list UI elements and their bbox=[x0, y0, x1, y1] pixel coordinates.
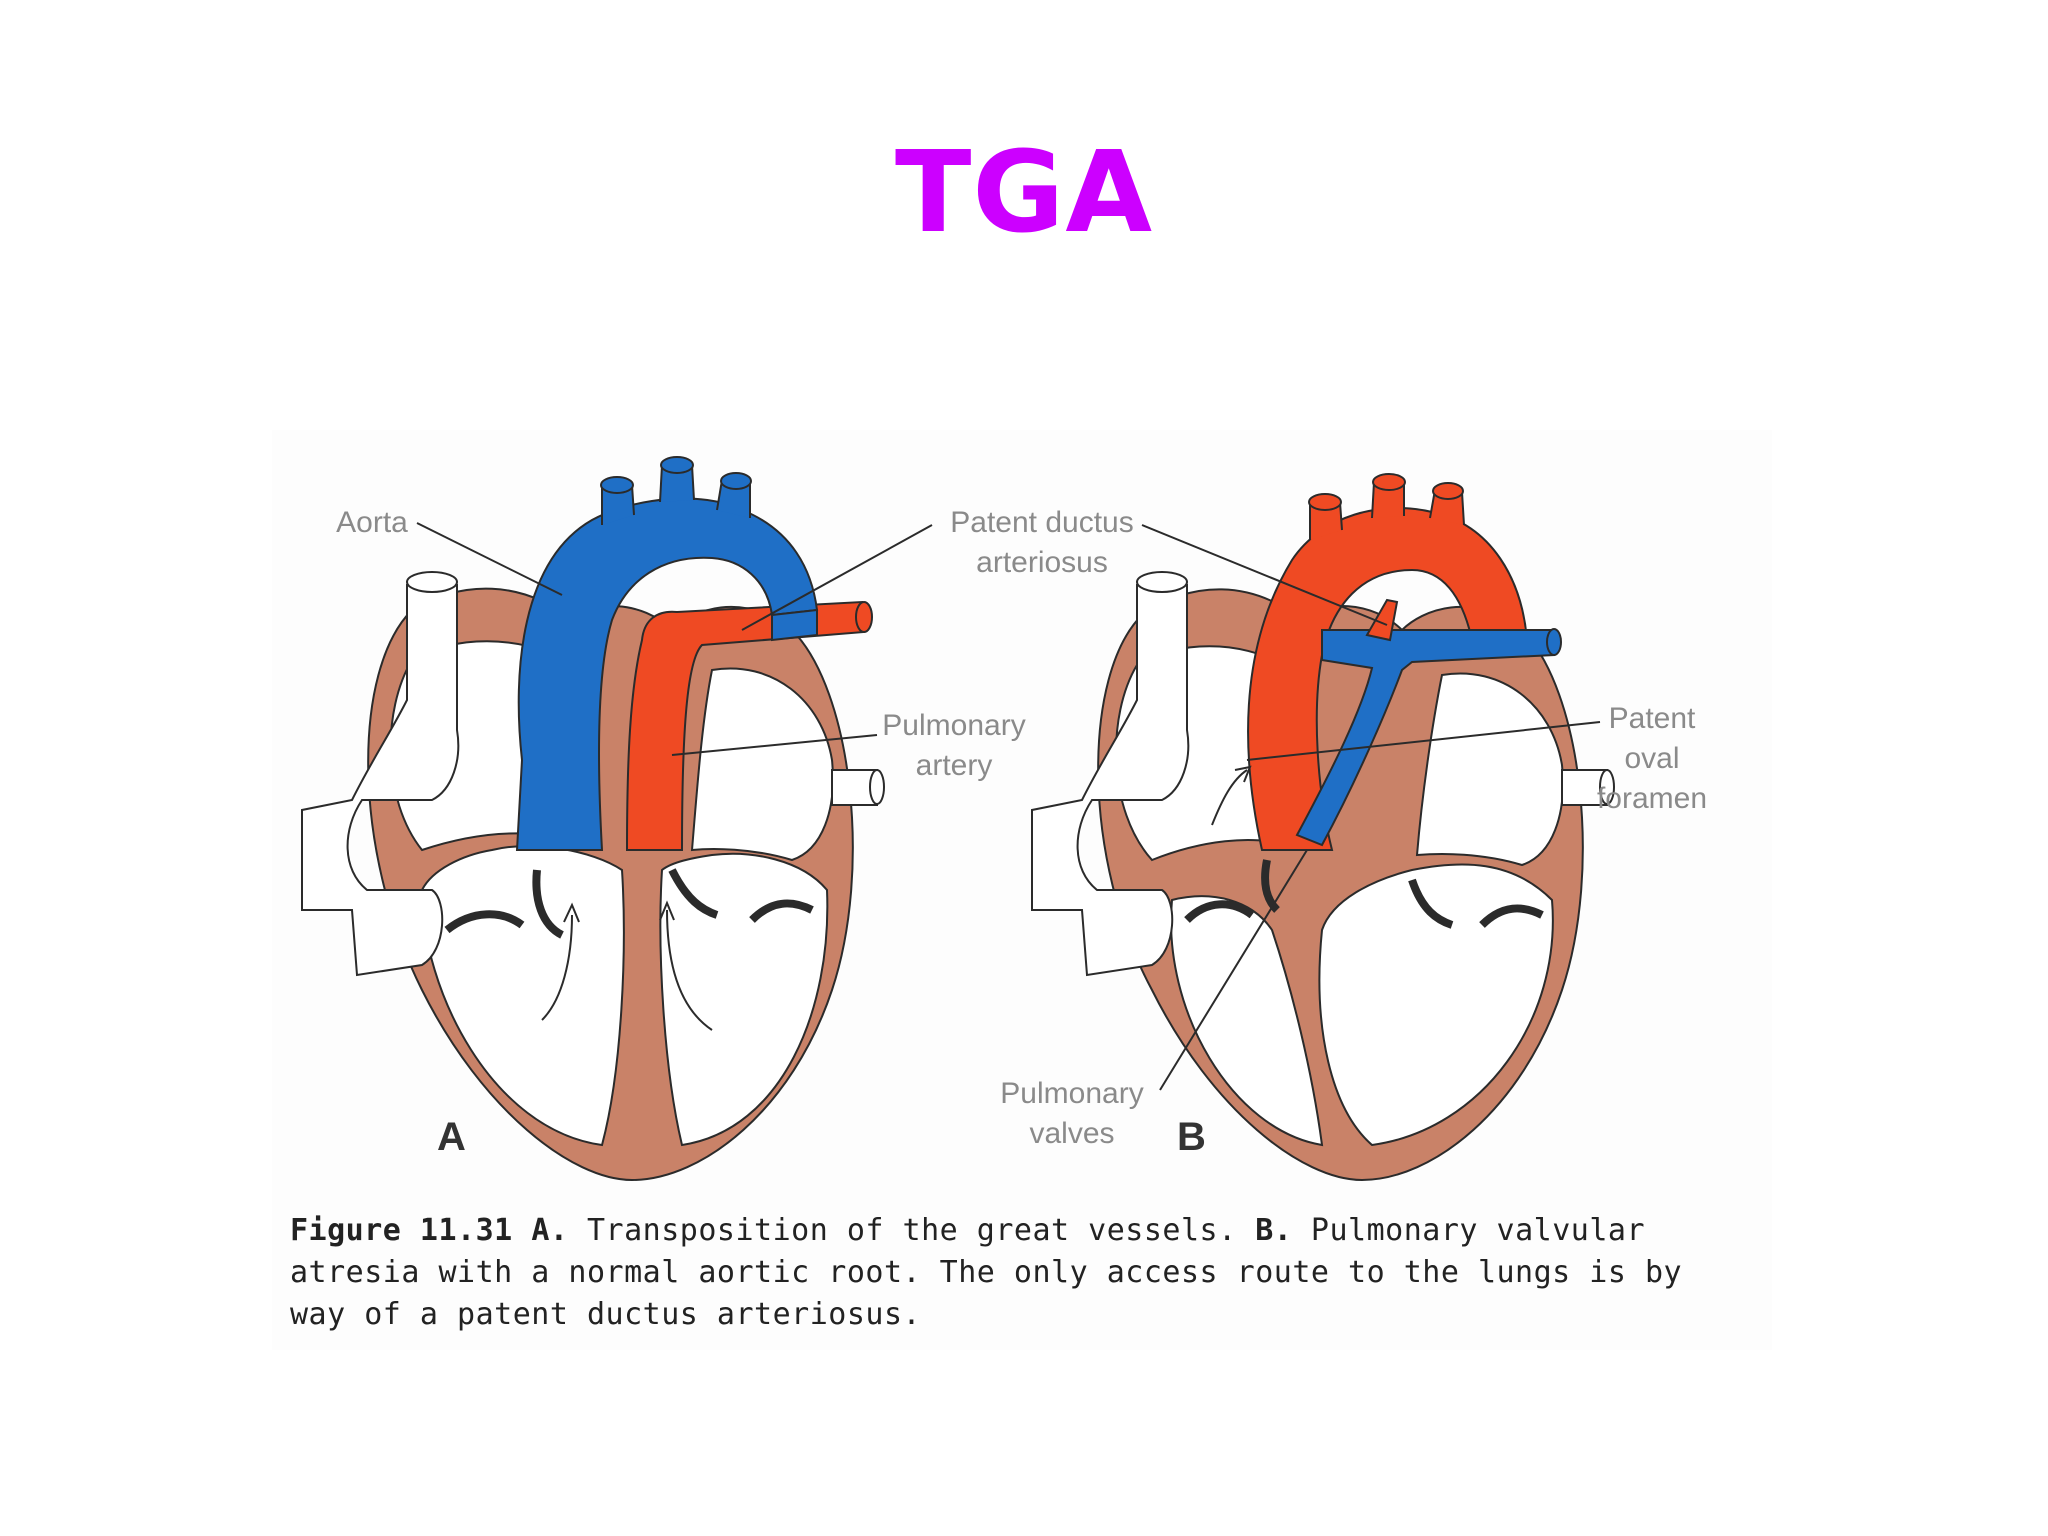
heart-a-leaders bbox=[416, 522, 933, 756]
heart-a-aorta bbox=[515, 497, 819, 851]
heart-b-valve-right bbox=[1479, 904, 1544, 928]
figure-panel: Aorta Patent ductus arteriosus Pulmonary… bbox=[272, 430, 1772, 1350]
heart-a-left-atrium bbox=[690, 667, 834, 862]
heart-b-aortic-branch-1-opening bbox=[1308, 493, 1342, 511]
heart-b bbox=[1031, 473, 1615, 1182]
heart-a-vena-cava bbox=[301, 584, 460, 977]
heart-a-flow-arrowhead-1 bbox=[563, 902, 580, 923]
label-patent-oval-2: oval bbox=[1624, 742, 1679, 775]
panel-letter-a: A bbox=[437, 1115, 466, 1159]
heart-a-flow-arrow-2 bbox=[666, 909, 713, 1031]
oval-foramen-leader-line bbox=[1246, 721, 1601, 761]
label-patent-ductus-1: Patent ductus bbox=[950, 506, 1133, 539]
caption-part-a-text: Transposition of the great vessels. bbox=[568, 1213, 1256, 1248]
label-pulmonary-artery-1: Pulmonary bbox=[882, 709, 1025, 742]
heart-b-pulmonary-artery-branch bbox=[1546, 628, 1562, 656]
heart-b-flow-arrowhead bbox=[1234, 765, 1252, 783]
caption-part-b-text: Pulmonary valvular atresia with a normal… bbox=[290, 1213, 1683, 1332]
heart-a bbox=[301, 456, 885, 1182]
heart-a-valve-left bbox=[444, 910, 525, 934]
caption-part-b-letter: B. bbox=[1255, 1213, 1293, 1248]
heart-a-pulmonary-artery-branch bbox=[855, 601, 873, 633]
heart-a-flow-arrowhead-2 bbox=[659, 900, 675, 921]
heart-a-aortic-branch-2-opening bbox=[660, 456, 694, 474]
panel-letter-b: B bbox=[1177, 1115, 1206, 1159]
heart-b-valve-mid-2 bbox=[1408, 878, 1454, 929]
label-patent-oval-3: foramen bbox=[1597, 782, 1707, 815]
heart-b-left-atrium bbox=[1415, 672, 1564, 867]
pulmonary-valves-leader-line bbox=[1159, 849, 1308, 1091]
heart-b-pulmonary-vein-opening bbox=[1599, 769, 1615, 805]
heart-a-valve-mid-2 bbox=[668, 868, 719, 919]
label-patent-oval-1: Patent bbox=[1609, 702, 1696, 735]
heart-a-right-ventricle bbox=[420, 845, 625, 1147]
heart-b-flow-arrow bbox=[1211, 769, 1248, 826]
heart-diagram: Aorta Patent ductus arteriosus Pulmonary… bbox=[301, 456, 1707, 1182]
ductus-leader-line-a bbox=[741, 524, 933, 631]
label-pulmonary-valves-2: valves bbox=[1029, 1117, 1114, 1150]
heart-b-aortic-branch-2-opening bbox=[1372, 473, 1406, 491]
heart-a-left-ventricle bbox=[659, 852, 829, 1147]
heart-b-valve-mid-1 bbox=[1261, 859, 1280, 913]
heart-b-vena-cava-opening bbox=[1136, 571, 1188, 593]
figure-caption: Figure 11.31 A. Transposition of the gre… bbox=[290, 1210, 1750, 1336]
heart-a-aortic-branch-3-opening bbox=[720, 472, 752, 490]
heart-b-pulmonary-artery bbox=[1295, 629, 1556, 847]
heart-a-vena-cava-opening bbox=[406, 571, 458, 593]
heart-a-pulmonary-vein-opening bbox=[869, 769, 885, 805]
heart-b-aortic-branch-3-opening bbox=[1432, 482, 1464, 500]
heart-a-flow-arrow-1 bbox=[541, 914, 573, 1021]
heart-b-left-ventricle bbox=[1318, 863, 1554, 1147]
caption-figure-number: Figure 11.31 bbox=[290, 1213, 513, 1248]
label-pulmonary-valves-1: Pulmonary bbox=[1000, 1077, 1143, 1110]
heart-a-valve-right bbox=[749, 899, 814, 923]
label-patent-ductus-2: arteriosus bbox=[976, 546, 1108, 579]
heart-b-aorta bbox=[1247, 507, 1529, 851]
heart-a-pulmonary-artery bbox=[625, 600, 866, 851]
aorta-leader-line bbox=[416, 522, 563, 596]
slide-title: TGA bbox=[894, 128, 1153, 258]
label-aorta: Aorta bbox=[336, 506, 408, 539]
heart-a-valve-mid-1 bbox=[532, 869, 565, 939]
heart-b-ductus bbox=[1365, 598, 1399, 642]
heart-b-leaders bbox=[1141, 524, 1601, 1091]
ductus-leader-line-b bbox=[1141, 524, 1388, 626]
heart-a-ductus bbox=[771, 608, 818, 642]
pulmonary-artery-leader-line bbox=[671, 734, 878, 756]
caption-part-a-letter: A. bbox=[531, 1213, 569, 1248]
heart-b-valve-left bbox=[1184, 900, 1255, 923]
heart-a-aortic-branch-1-opening bbox=[600, 476, 634, 494]
heart-b-vena-cava bbox=[1031, 584, 1190, 977]
label-pulmonary-artery-2: artery bbox=[916, 749, 993, 782]
